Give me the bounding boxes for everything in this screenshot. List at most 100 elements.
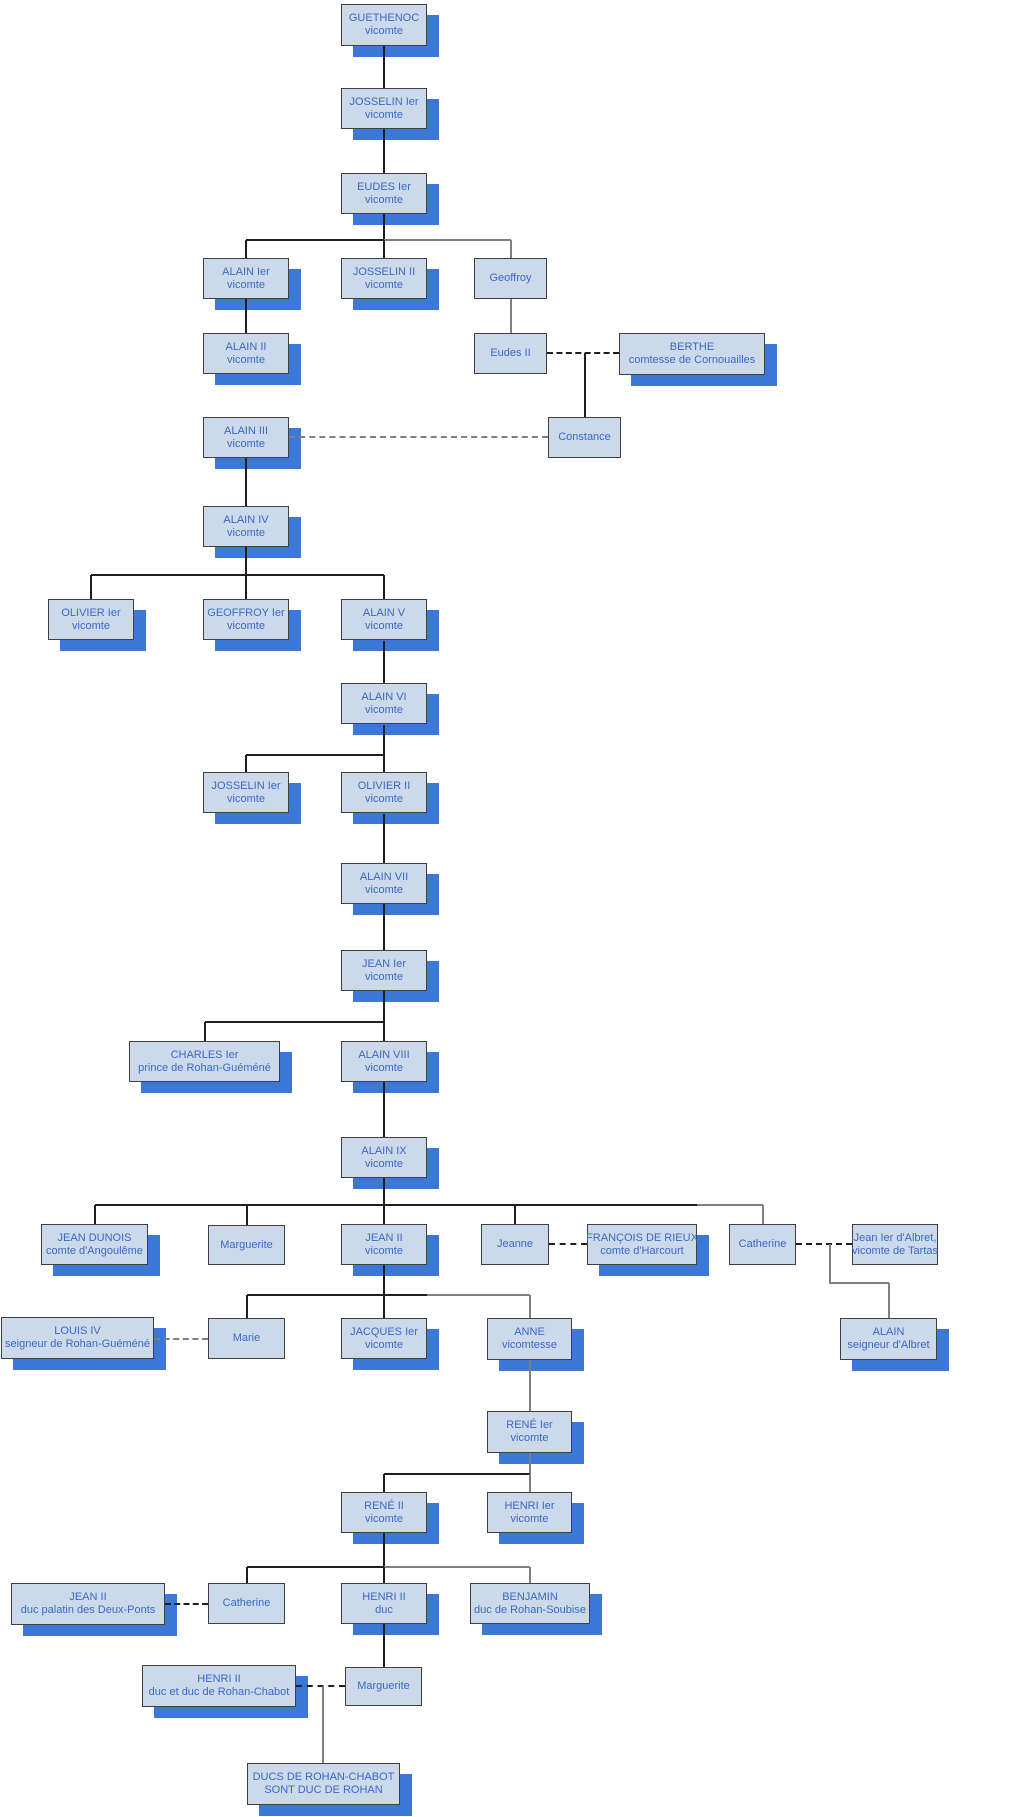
descent-line — [583, 353, 586, 417]
node-title: duc et duc de Rohan-Chabot — [148, 1686, 290, 1698]
descent-line — [887, 1283, 890, 1318]
node-title: vicomte — [365, 1244, 403, 1257]
descent-line — [246, 754, 384, 756]
marriage-dashed-line — [296, 1685, 345, 1687]
node-name: HENRI II — [197, 1673, 241, 1685]
node-name: Marguerite — [357, 1680, 410, 1692]
descent-line — [697, 1204, 763, 1206]
descent-line — [383, 1474, 385, 1492]
descent-line — [245, 755, 247, 772]
descent-line — [384, 1473, 530, 1475]
marriage-dashed-line — [289, 436, 548, 438]
descent-line — [204, 1021, 384, 1023]
descent-line — [509, 299, 512, 333]
node-name: JEAN II — [365, 1231, 403, 1244]
descent-line — [383, 1533, 385, 1567]
node-geoffroy: Geoffroy — [474, 258, 547, 299]
node-title: vicomte — [227, 619, 265, 632]
node-title: comtesse de Cornouailles — [628, 354, 756, 366]
descent-line — [383, 814, 385, 863]
node-name: GEOFFROY Ier — [207, 606, 285, 619]
node-name: Geoffroy — [489, 272, 532, 284]
node-title: duc de Rohan-Soubise — [474, 1603, 586, 1616]
descent-line — [761, 1205, 764, 1224]
descent-line — [383, 1567, 385, 1583]
descent-line — [384, 1566, 530, 1568]
node-marguerite-b: Marguerite — [345, 1667, 422, 1706]
node-name: GUETHENOC — [348, 12, 420, 24]
node-title: comte d'Angoulême — [46, 1244, 143, 1257]
node-title: vicomte — [227, 353, 265, 366]
descent-line — [383, 1178, 385, 1224]
node-name: JOSSELIN Ier — [349, 95, 419, 108]
descent-line — [383, 1265, 385, 1295]
descent-line — [383, 1022, 385, 1041]
node-title: duc — [375, 1603, 393, 1616]
marriage-dashed-line — [549, 1243, 587, 1245]
node-eudes-2: Eudes II — [474, 333, 547, 374]
descent-line — [528, 1360, 531, 1411]
node-name: CHARLES Ier — [170, 1048, 239, 1061]
descent-line — [383, 46, 385, 88]
descent-line — [246, 1566, 384, 1568]
node-title: vicomte — [365, 1338, 403, 1351]
descent-line — [91, 574, 384, 576]
node-name: FRANÇOIS DE RIEUX — [586, 1231, 698, 1244]
node-catherine-b: Catherine — [208, 1583, 285, 1624]
node-name: ALAIN — [872, 1326, 905, 1338]
node-name: ALAIN III — [223, 424, 269, 437]
node-title: comte d'Harcourt — [600, 1244, 684, 1257]
node-title: vicomte — [365, 703, 403, 716]
marriage-dashed-line — [154, 1338, 208, 1340]
descent-line — [383, 904, 385, 950]
descent-line — [514, 1205, 516, 1224]
node-title: duc palatin des Deux-Ponts — [20, 1604, 156, 1616]
descent-line — [383, 1082, 385, 1137]
node-name: ALAIN IV — [223, 513, 269, 526]
descent-line — [529, 1567, 531, 1583]
descent-line — [383, 240, 385, 258]
node-name: Jean Ier d'Albret, — [853, 1231, 937, 1244]
descent-line — [245, 240, 247, 258]
node-name: JEAN DUNOIS — [57, 1231, 132, 1244]
node-name: ALAIN II — [225, 340, 267, 353]
descent-line — [383, 641, 385, 683]
node-name: BENJAMIN — [502, 1590, 558, 1603]
descent-line — [246, 239, 384, 241]
node-name: Catherine — [222, 1597, 271, 1609]
descent-line — [528, 1474, 531, 1492]
descent-line — [384, 239, 511, 241]
node-name: HENRI II — [362, 1590, 406, 1603]
node-title: vicomte — [72, 619, 110, 632]
descent-line — [383, 755, 385, 772]
node-name: Catherine — [738, 1238, 787, 1250]
descent-line — [245, 299, 247, 333]
node-constance: Constance — [548, 417, 621, 458]
node-name: EUDES Ier — [357, 180, 411, 193]
descent-line — [830, 1282, 889, 1284]
descent-line — [383, 725, 385, 755]
descent-line — [383, 991, 385, 1022]
descent-line — [90, 575, 92, 599]
descent-line — [829, 1244, 831, 1284]
node-name: HENRI Ier — [504, 1499, 555, 1512]
node-title: vicomte — [365, 108, 403, 121]
